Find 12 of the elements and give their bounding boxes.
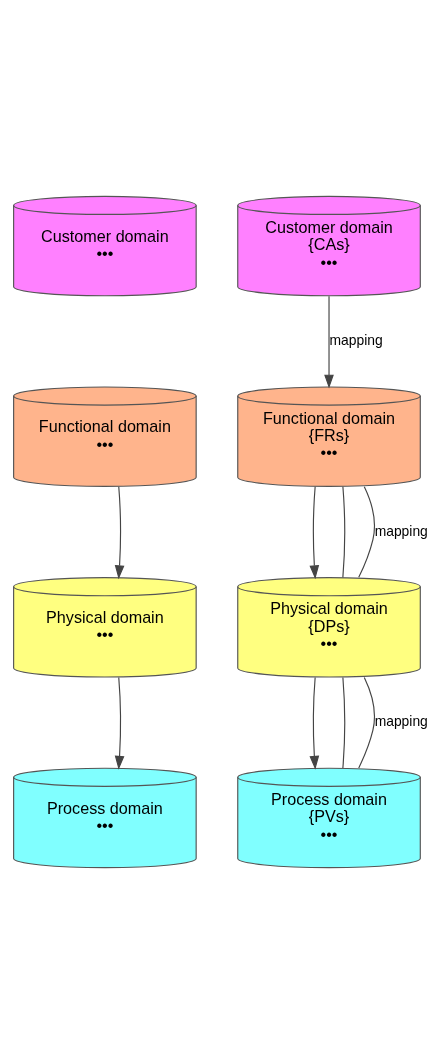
- connector: [341, 676, 345, 769]
- arrow: [308, 485, 319, 579]
- arrow: [114, 485, 124, 579]
- connector: [357, 676, 375, 768]
- arrow: [114, 676, 124, 770]
- edge-label: mapping: [374, 522, 428, 539]
- arrow: [323, 295, 334, 389]
- connector: [341, 485, 345, 578]
- connector: [357, 485, 375, 578]
- edge-label: mapping: [374, 712, 428, 729]
- edge-label: mapping: [329, 331, 383, 348]
- arrow: [308, 676, 319, 770]
